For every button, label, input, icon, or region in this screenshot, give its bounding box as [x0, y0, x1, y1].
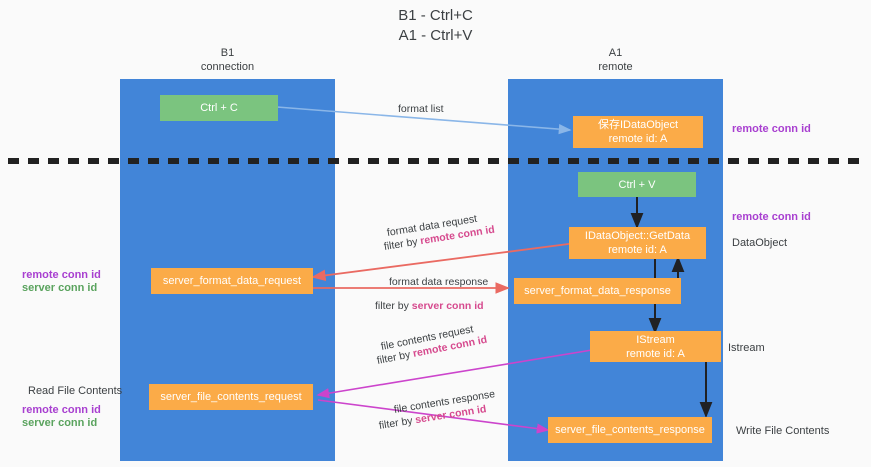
- node-istream[interactable]: IStream remote id: A: [590, 331, 721, 362]
- node-ctrl-v[interactable]: Ctrl + V: [578, 172, 696, 197]
- node-server-format-data-response[interactable]: server_format_data_response: [514, 278, 681, 304]
- node-server-file-contents-request[interactable]: server_file_contents_request: [149, 384, 313, 410]
- column-header-b1: B1 connection: [200, 47, 255, 73]
- label-left-remote-conn-id: remote conn id: [22, 269, 101, 281]
- label-read-file-contents: Read File Contents: [28, 385, 123, 397]
- column-header-a1: A1 remote: [598, 47, 633, 73]
- edge-label-format-data-response-filter: filter by server conn id: [375, 299, 484, 313]
- filter-prefix: filter by: [375, 300, 412, 312]
- label-istream: Istream: [728, 342, 765, 354]
- node-ctrl-c[interactable]: Ctrl + C: [160, 95, 278, 121]
- node-idataobject-getdata[interactable]: IDataObject::GetData remote id: A: [569, 227, 706, 259]
- label-left-server-conn-id-2: server conn id: [22, 417, 98, 429]
- label-remote-conn-id-mid: remote conn id: [732, 211, 811, 223]
- label-remote-conn-id-top: remote conn id: [732, 123, 811, 135]
- filter-key-server-conn-id: server conn id: [411, 300, 484, 312]
- node-save-idataobject[interactable]: 保存IDataObject remote id: A: [573, 116, 703, 148]
- label-left-server-conn-id: server conn id: [22, 282, 98, 294]
- label-write-file-contents: Write File Contents: [736, 425, 830, 437]
- node-server-format-data-request[interactable]: server_format_data_request: [151, 268, 313, 294]
- filter-prefix: filter by: [378, 414, 417, 432]
- label-left-remote-conn-id-2: remote conn id: [22, 404, 101, 416]
- node-server-file-contents-response[interactable]: server_file_contents_response: [548, 417, 712, 443]
- label-dataobject: DataObject: [732, 237, 788, 249]
- page-title: B1 - Ctrl+C A1 - Ctrl+V: [398, 7, 473, 44]
- edge-label-format-list: format list: [398, 103, 444, 115]
- edge-label-format-data-response: format data response: [389, 276, 489, 288]
